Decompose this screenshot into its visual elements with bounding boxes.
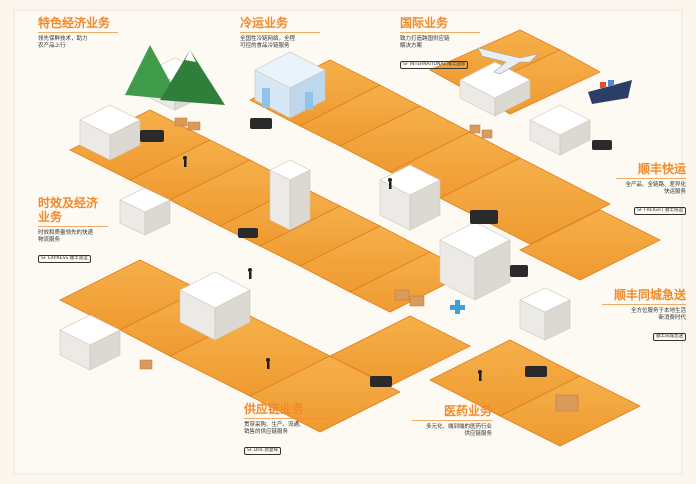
section-desc-line: 农产品上行	[38, 43, 66, 49]
section-desc-line: 多元化、端到端的医药行业	[425, 424, 492, 430]
section-economy: 特色经济业务 领先保鲜技术，助力 农产品上行	[38, 16, 128, 50]
section-medicine: 医药业务 多元化、端到端的医药行业 供应链服务	[400, 404, 492, 438]
section-desc-line: 供应链服务	[464, 431, 492, 437]
buildings	[59, 51, 591, 371]
people	[183, 156, 482, 381]
divider	[244, 418, 324, 419]
section-express: 顺丰快运 全产品、全链路、差异化 快运服务 SF FREIGHT 顺丰快运	[604, 162, 686, 215]
section-supply-chain: 供应链业务 贯穿采购、生产、流通、 销售的供应链服务 SF DHL 新夏晖	[244, 402, 334, 455]
sf-international-logo: SF INTERNATIONAL 顺丰国际	[400, 61, 469, 69]
cold-chain-accents	[262, 88, 313, 110]
sf-freight-logo: SF FREIGHT 顺丰快运	[634, 207, 686, 215]
plane-and-ship	[477, 47, 632, 104]
divider	[602, 304, 686, 305]
section-desc-line: 全方位服务于本地生活	[630, 308, 686, 314]
trucks	[140, 118, 612, 387]
section-desc-line: 全产品、全链路、差异化	[625, 182, 686, 188]
section-title: 特色经济业务	[38, 16, 111, 30]
section-cold-chain: 冷运业务 全国性冷链网络，全程 可控的食品冷链服务	[240, 16, 330, 50]
section-desc-line: 贯穿采购、生产、流通、	[244, 422, 305, 428]
section-international: 国际业务 致力打造跨国供应链 解决方案 SF INTERNATIONAL 顺丰国…	[400, 16, 490, 69]
section-title: 供应链业务	[244, 402, 305, 416]
section-desc-line: 解决方案	[400, 43, 423, 49]
mountains	[125, 45, 225, 105]
section-time-economy: 时效及经济业务 时效和质量领先的快递 物流服务 SF EXPRESS 顺丰速运	[38, 196, 118, 263]
section-title: 冷运业务	[240, 16, 289, 30]
section-title: 时效及经济业务	[38, 196, 99, 224]
section-desc-line: 物流服务	[38, 237, 61, 243]
section-title: 国际业务	[400, 16, 449, 30]
section-title: 顺丰同城急送	[613, 288, 686, 302]
divider	[400, 32, 480, 33]
medical-cross	[450, 300, 465, 314]
divider	[38, 226, 108, 227]
divider	[38, 32, 118, 33]
sf-express-logo: SF EXPRESS 顺丰速运	[38, 255, 91, 263]
section-desc-line: 致力打造跨国供应链	[400, 36, 450, 42]
sf-dhl-logo: SF DHL 新夏晖	[244, 447, 282, 455]
parcels	[139, 117, 579, 412]
section-desc-line: 快运服务	[663, 189, 686, 195]
section-title: 顺丰快运	[637, 162, 686, 176]
divider	[616, 178, 686, 179]
divider	[240, 32, 320, 33]
section-desc-line: 销售的供应链服务	[244, 429, 289, 435]
section-desc-line: 领先保鲜技术，助力	[38, 36, 88, 42]
section-desc-line: 可控的食品冷链服务	[240, 43, 290, 49]
section-desc-line: 全国性冷链网络，全程	[240, 36, 296, 42]
section-same-city: 顺丰同城急送 全方位服务于本地生活 新消费时代 顺丰同城急送	[592, 288, 686, 341]
section-desc-line: 新消费时代	[658, 315, 686, 321]
section-desc-line: 时效和质量领先的快递	[38, 230, 94, 236]
divider	[412, 420, 492, 421]
sf-same-city-logo: 顺丰同城急送	[653, 333, 686, 341]
section-title: 医药业务	[443, 404, 492, 418]
